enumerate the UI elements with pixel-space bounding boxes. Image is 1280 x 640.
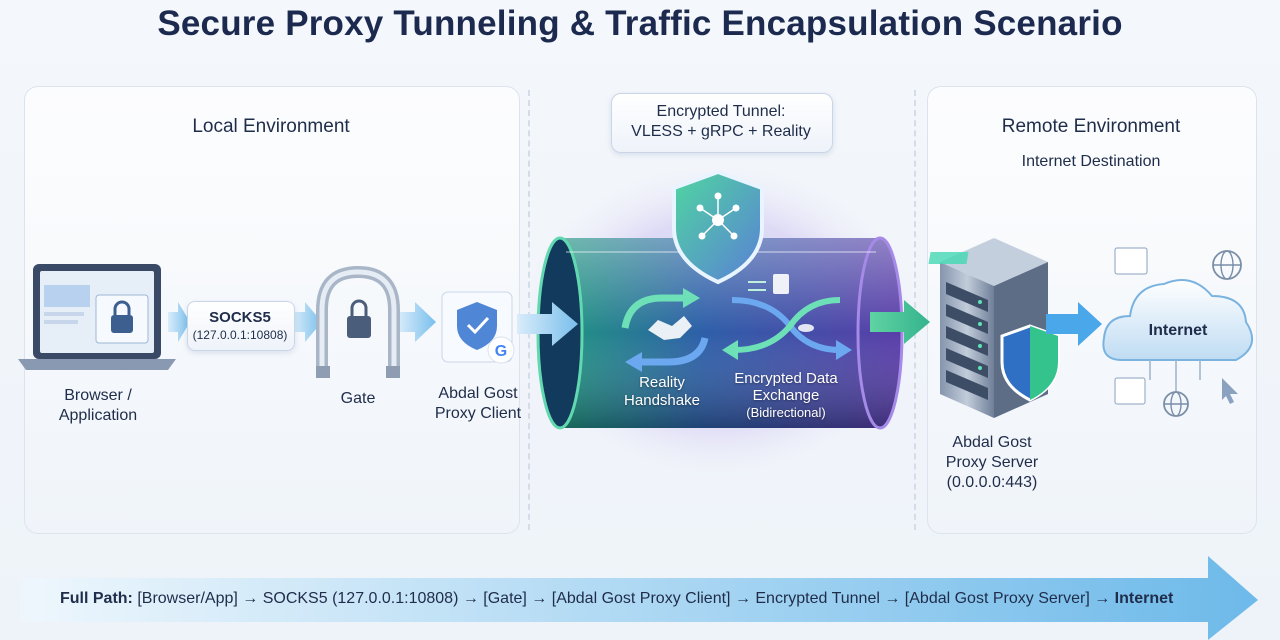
full-path-text: Full Path: [Browser/App] → SOCKS5 (127.0… (60, 590, 1240, 608)
gate-icon (316, 265, 400, 378)
proxy-server-label-line2: Proxy Server (945, 454, 1039, 471)
internet-label: Internet (1148, 322, 1208, 339)
arrow-client-to-tunnel (517, 302, 578, 346)
svg-text:G: G (495, 343, 507, 360)
server-icon (928, 238, 1060, 418)
handshake-icon (621, 288, 709, 372)
exchange-label-line3: (Bidirectional) (746, 405, 826, 420)
exchange-label-line2: Exchange (752, 387, 820, 404)
exchange-label-line1: Encrypted Data (734, 370, 838, 387)
browser-label-line2: Application (58, 407, 138, 424)
arrow-server-to-internet (1046, 302, 1102, 346)
local-environment-title: Local Environment (192, 116, 350, 137)
handshake-label-line1: Reality (639, 374, 685, 391)
socks5-box (187, 301, 295, 351)
laptop-icon (18, 264, 176, 370)
handshake-label-line2: Handshake (624, 392, 700, 409)
socks5-address: (127.0.0.1:10808) (192, 328, 288, 342)
full-path-route: [Browser/App] → SOCKS5 (127.0.0.1:10808)… (132, 590, 1115, 607)
data-exchange-icon (722, 274, 852, 360)
gate-label: Gate (340, 390, 376, 407)
proxy-client-label-line2: Proxy Client (434, 405, 522, 422)
tunnel-title-line2: VLESS + gRPC + Reality (631, 123, 811, 140)
socks5-title: SOCKS5 (209, 309, 271, 326)
tunnel-shield-icon (672, 169, 764, 285)
full-path-end: Internet (1114, 590, 1174, 607)
proxy-client-label-line1: Abdal Gost (438, 385, 518, 402)
remote-environment-title: Remote Environment (1001, 116, 1181, 137)
proxy-server-label-line3: (0.0.0.0:443) (946, 474, 1038, 491)
page-title: Secure Proxy Tunneling & Traffic Encapsu… (157, 4, 1123, 43)
browser-label-line1: Browser / (64, 387, 132, 404)
proxy-client-icon: G (441, 291, 515, 364)
arrow-gate-to-client (398, 302, 436, 342)
arrow-browser-to-socks (168, 302, 190, 342)
tunnel-title-line1: Encrypted Tunnel: (656, 103, 786, 120)
internet-cloud-icon (1102, 247, 1254, 417)
arrow-socks-to-gate (293, 302, 322, 342)
full-path-label: Full Path: (60, 590, 133, 607)
full-path-arrow (20, 556, 1258, 640)
arrow-tunnel-to-server (870, 300, 930, 344)
proxy-server-label-line1: Abdal Gost (952, 434, 1032, 451)
remote-environment-subtitle: Internet Destination (1021, 153, 1161, 170)
